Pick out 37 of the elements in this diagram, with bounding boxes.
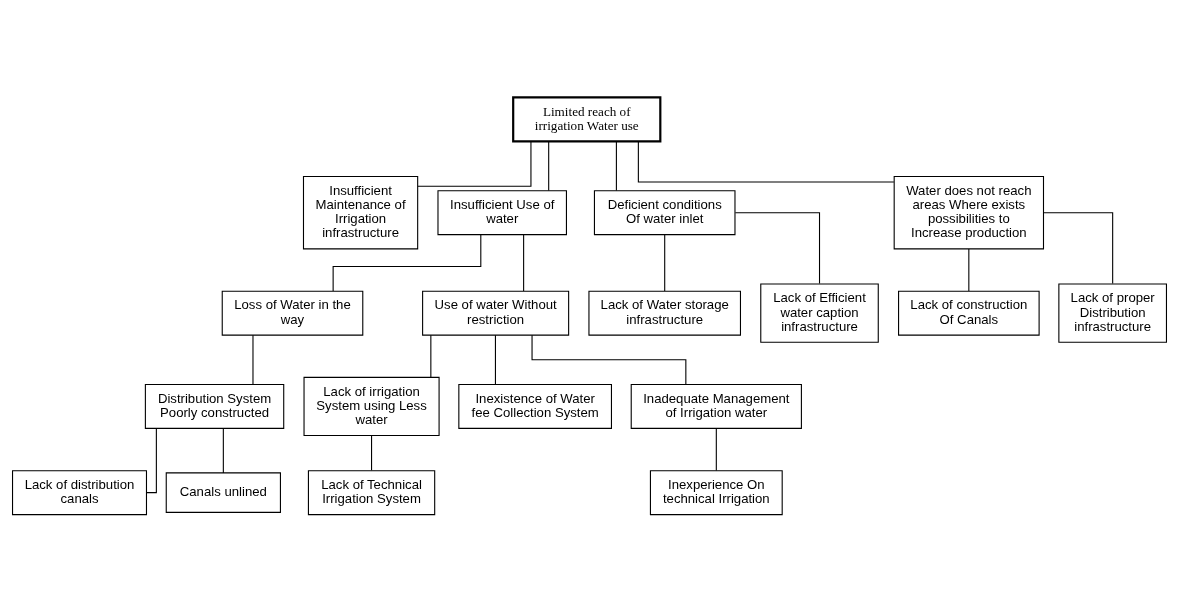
connector	[222, 427, 224, 473]
node-box: Lack of Efficient water caption infrastructure	[760, 283, 879, 343]
node-box: Lack of proper Distribution infrastructure	[1058, 283, 1167, 343]
connector	[968, 247, 970, 291]
connector	[523, 233, 525, 291]
node-box: Lack of Water storage infrastructure	[588, 290, 741, 336]
node-box: Distribution System Poorly constructed	[144, 383, 285, 429]
node-box: Loss of Water in the way	[221, 290, 364, 336]
node-box: Insufficient Maintenance of Irrigation infrastructure	[302, 175, 419, 249]
node-box: Use of water Without restriction	[422, 290, 570, 336]
node-box: Lack of distribution canals	[11, 469, 148, 515]
node-box: Lack of Technical Irrigation System	[307, 469, 436, 515]
connector	[430, 334, 432, 378]
connector	[531, 334, 687, 385]
connector	[494, 334, 496, 385]
node-box: Inexperience On technical Irrigation	[649, 469, 783, 515]
connector	[715, 427, 717, 471]
connector	[1043, 211, 1114, 284]
node-box: Lack of construction Of Canals	[898, 290, 1040, 336]
connector	[664, 233, 666, 291]
node-box: Insufficient Use of water	[437, 189, 567, 235]
node-box: Water does not reach areas Where exists possibilities to Increase production	[893, 175, 1045, 249]
node-box: Limited reach of irrigation Water use	[512, 95, 662, 142]
connector	[252, 334, 254, 385]
node-box: Canals unlined	[165, 471, 281, 513]
node-box: Lack of irrigation System using Less water	[303, 376, 440, 436]
connector	[615, 140, 617, 191]
connector	[417, 140, 532, 187]
node-box: Deficient conditions Of water inlet	[593, 189, 736, 235]
node-box: Inexistence of Water fee Collection System	[458, 383, 612, 429]
connector	[734, 211, 821, 284]
connector	[548, 140, 550, 191]
connector	[332, 233, 482, 291]
connector	[146, 427, 157, 493]
connector	[637, 140, 895, 182]
node-box: Inadequate Management of Irrigation water	[630, 383, 802, 429]
connector	[371, 434, 373, 471]
